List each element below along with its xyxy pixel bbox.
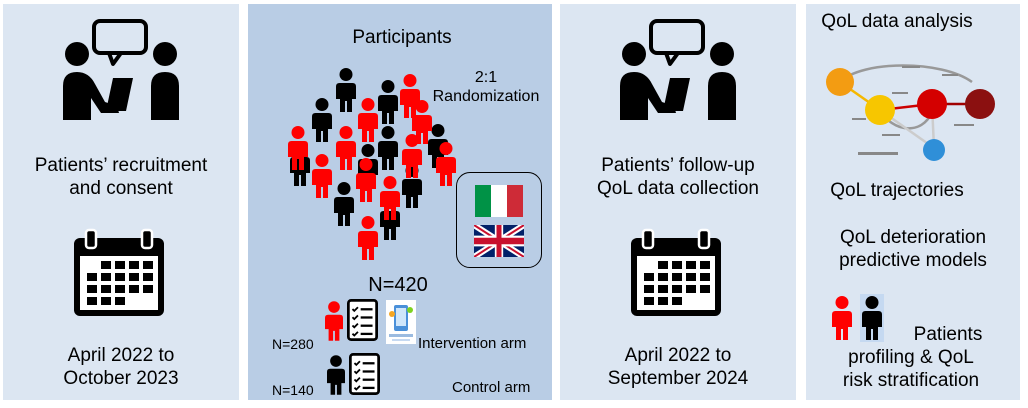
randomization-label: 2:1 Randomization [426,68,546,106]
person-icon [288,126,308,170]
recruitment-title: Patients’ recruitment and consent [3,154,239,200]
analysis-title: QoL data analysis [821,11,973,32]
person-icon [312,98,332,142]
control-checklist-icon [349,352,380,396]
patients-profiling-rest: profiling & QoL risk stratification [806,346,1016,392]
person-icon [378,80,398,124]
consultation-icon [618,18,738,123]
recruitment-dates: April 2022 to October 2023 [3,344,239,390]
control-person-highlight [860,294,884,342]
followup-title: Patients’ follow-up QoL data collection [560,154,796,200]
recruitment-date-line2: October 2023 [63,368,179,389]
predictive-models: QoL deterioration predictive models [806,226,1020,272]
analysis-panel: QoL data analysis [806,4,1020,400]
control-arm-label: Control arm [452,379,531,396]
control-person-icon [327,354,345,396]
followup-date-line1: April 2022 to [624,345,732,366]
randomization-text: Randomization [432,88,540,105]
intervention-arm-label: Intervention arm [418,335,527,352]
recruitment-panel: Patients’ recruitment and consent April … [3,4,239,400]
followup-title-line1: Patients’ follow-up [601,155,755,176]
randomization-ratio: 2:1 [474,69,498,86]
followup-dates: April 2022 to September 2024 [560,344,796,390]
intervention-person-icon [325,300,343,342]
predictive-models-line2: predictive models [839,250,987,271]
recruitment-date-line1: April 2022 to [67,345,175,366]
uk-flag-icon [474,225,524,257]
participants-title: Participants [352,27,452,48]
total-participants: N=420 [368,274,428,296]
person-icon [358,216,378,260]
intervention-n: N=280 [272,336,314,352]
smartphone-app-icon [386,300,416,344]
followup-title-line2: QoL data collection [597,178,759,199]
person-icon [336,126,356,170]
person-icon [378,126,398,170]
qol-trajectories: QoL trajectories [830,180,964,201]
recruitment-title-line1: Patients’ recruitment [34,155,208,176]
patients-profiling-line2: profiling & QoL [848,347,974,368]
control-n: N=140 [272,382,314,398]
consultation-icon [61,18,181,123]
intervention-person-icon [832,296,852,340]
followup-date-line2: September 2024 [607,368,749,389]
person-icon [334,182,354,226]
predictive-models-line1: QoL deterioration [839,227,987,248]
followup-panel: Patients’ follow-up QoL data collection … [560,4,796,400]
participants-panel: Participants 2:1 Randomization [248,4,552,400]
person-icon [436,142,456,186]
person-icon [380,176,400,220]
person-icon [312,154,332,198]
calendar-icon [70,228,168,318]
analysis-network-diagram [822,52,1008,168]
person-icon [356,158,376,202]
control-person-icon [862,296,882,340]
person-icon [336,68,356,112]
calendar-icon [627,228,725,318]
patients-profiling-line1: Patients [913,324,983,345]
recruitment-title-line2: and consent [69,178,173,199]
person-icon [402,134,422,178]
participants-crowd [280,64,450,264]
patients-profiling-line3: risk stratification [842,370,980,391]
countries-box [456,172,542,268]
italy-flag-icon [475,185,523,217]
person-icon [358,98,378,142]
intervention-checklist-icon [347,298,378,342]
